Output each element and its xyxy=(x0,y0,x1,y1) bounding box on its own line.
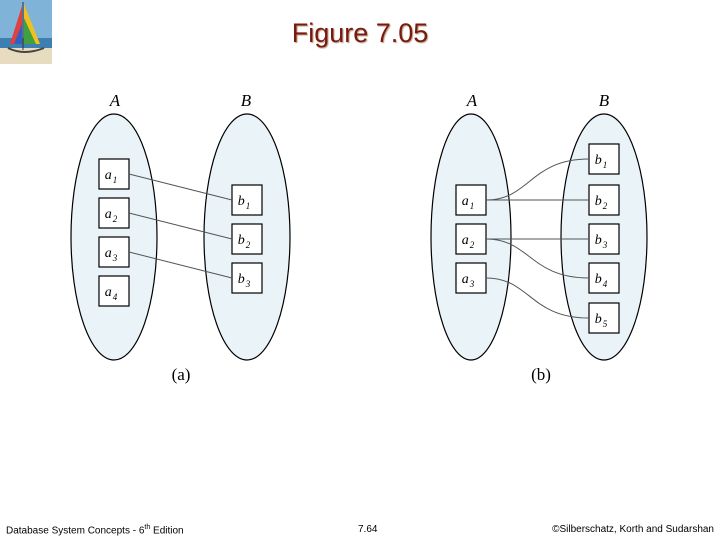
b-element-box: b5 xyxy=(588,302,620,334)
b-element-box: b3 xyxy=(231,262,263,294)
relationship-line xyxy=(128,212,233,240)
b-element-box: b1 xyxy=(588,143,620,175)
relationship-line xyxy=(485,277,590,319)
a-element-box: a2 xyxy=(98,197,130,229)
relationship-line xyxy=(485,158,590,201)
footer-left-suffix: Edition xyxy=(150,525,184,537)
a-element-box: a4 xyxy=(98,275,130,307)
set-a-label: A xyxy=(109,91,121,110)
a-element-box: a3 xyxy=(455,262,487,294)
er-mapping-diagram: A B a1 a2 a3 a4 b1 b2 b3 (a) A B a1 a2 a3 b1 b2 b… xyxy=(70,91,648,384)
caption-b: (b) xyxy=(531,365,551,384)
diagram-a: A B a1 a2 a3 a4 b1 b2 b3 (a) xyxy=(70,91,291,384)
sailboat-logo xyxy=(0,0,52,64)
relationship-line xyxy=(485,238,590,279)
b-element-box: b3 xyxy=(588,223,620,255)
diagram-b: A B a1 a2 a3 b1 b2 b3 b4 b5 (b) xyxy=(430,91,648,384)
footer-copyright: ©Silberschatz, Korth and Sudarshan xyxy=(552,524,714,535)
set-a-label: A xyxy=(466,91,478,110)
b-element-box: b1 xyxy=(231,184,263,216)
a-element-box: a1 xyxy=(455,184,487,216)
set-b-label: B xyxy=(241,91,252,110)
footer-left-text: Database System Concepts - 6 xyxy=(6,525,145,537)
set-b-label: B xyxy=(599,91,610,110)
b-element-box: b2 xyxy=(588,184,620,216)
footer-left: Database System Concepts - 6th Edition xyxy=(6,524,184,536)
relationship-line xyxy=(128,251,233,279)
relationship-line xyxy=(128,173,233,201)
footer-left-sup: th xyxy=(144,524,151,531)
a-element-box: a1 xyxy=(98,158,130,190)
a-element-box: a3 xyxy=(98,236,130,268)
footer-page-number: 7.64 xyxy=(358,524,378,535)
figure-title: Figure 7.05 xyxy=(291,18,429,48)
caption-a: (a) xyxy=(172,365,191,384)
a-element-box: a2 xyxy=(455,223,487,255)
b-element-box: b4 xyxy=(588,262,620,294)
b-element-box: b2 xyxy=(231,223,263,255)
